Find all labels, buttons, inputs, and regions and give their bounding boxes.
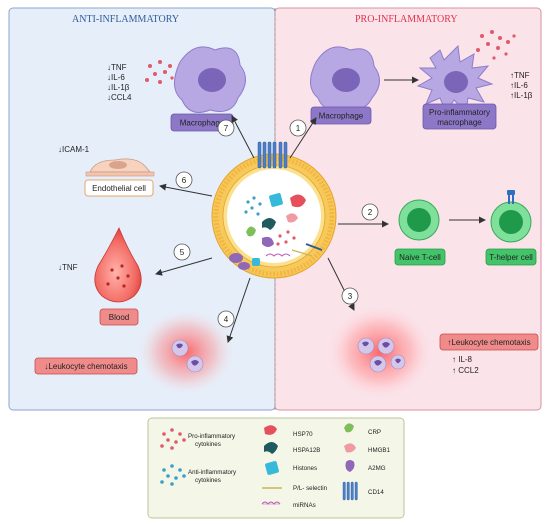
t-helper-cell-box	[485, 248, 537, 266]
svg-text:miRNAs: miRNAs	[293, 502, 316, 509]
legend-histones: Histones	[265, 461, 317, 475]
endothelial-label: Endothelial cell	[92, 184, 146, 193]
left-cytokine-list: ↓TNF ↓IL-6 ↓IL-1β ↓CCL4	[107, 63, 132, 102]
left-il6: ↓IL-6	[107, 73, 125, 82]
left-leukocytes	[171, 339, 204, 373]
left-leukocyte-label: ↓Leukocyte chemotaxis	[44, 362, 127, 371]
anti-inflammatory-title: ANTI-INFLAMMATORY	[72, 14, 179, 25]
step-arrows	[155, 115, 389, 343]
svg-text:5: 5	[180, 248, 185, 257]
step-4: 4	[217, 310, 235, 328]
legend-mirnas: miRNAs	[261, 501, 316, 509]
ccl2-text: ↑ CCL2	[452, 366, 479, 375]
blood-drop	[94, 227, 142, 303]
svg-text:Histones: Histones	[293, 465, 317, 472]
svg-text:6: 6	[182, 176, 187, 185]
svg-text:P/L- selectin: P/L- selectin	[293, 485, 328, 492]
right-il1b: ↑IL-1β	[510, 91, 533, 100]
svg-text:cytokines: cytokines	[195, 441, 221, 448]
legend-cd14: CD14	[342, 481, 384, 501]
right-tnf: ↑TNF	[510, 71, 530, 80]
t-helper-cell	[490, 190, 532, 243]
icam-text: ↓ICAM-1	[58, 145, 90, 154]
svg-text:CRP: CRP	[368, 429, 381, 436]
svg-text:Anti-inflammatory: Anti-inflammatory	[188, 469, 237, 476]
blood-label: Blood	[109, 313, 129, 322]
left-ccl4: ↓CCL4	[107, 93, 132, 102]
step-6: 6	[175, 171, 193, 189]
svg-text:Pro-inflammatory: Pro-inflammatory	[188, 433, 236, 440]
legend-selectin: P/L- selectin	[262, 485, 328, 492]
svg-text:3: 3	[348, 292, 353, 301]
left-cytokine-dots	[145, 60, 174, 84]
pro-inflammatory-title: PRO-INFLAMMATORY	[355, 14, 458, 25]
legend-a2mg: A2MG	[345, 460, 386, 472]
right-cytokine-list: ↑TNF ↑IL-6 ↑IL-1β	[510, 71, 533, 100]
il8-text: ↑ IL-8	[452, 355, 473, 364]
left-tnf-blood: ↓TNF	[58, 263, 78, 272]
left-tnf: ↓TNF	[107, 63, 127, 72]
svg-text:HSPA12B: HSPA12B	[293, 447, 320, 454]
naive-t-cell-label: Naive T-cell	[399, 253, 441, 262]
right-cytokine-dots	[476, 30, 516, 60]
left-macrophage-cell	[174, 46, 246, 113]
right-il6: ↑IL-6	[510, 81, 528, 90]
svg-text:HSP70: HSP70	[293, 431, 313, 438]
pro-macrophage-label-2: macrophage	[437, 118, 482, 127]
svg-text:CD14: CD14	[368, 489, 384, 496]
svg-text:7: 7	[224, 124, 229, 133]
endothelial-box	[84, 179, 154, 197]
legend-hspa12b: HSPA12B	[264, 442, 320, 454]
left-macrophage-label: Macrophage	[180, 119, 225, 128]
pro-macrophage-label-1: Pro-inflammatory	[429, 108, 490, 117]
svg-text:2: 2	[368, 208, 373, 217]
pro-macrophage-box	[422, 103, 497, 130]
right-leukocyte-box	[439, 333, 539, 351]
naive-t-cell-box	[394, 248, 446, 266]
t-helper-cell-label: T-helper cell	[489, 253, 533, 262]
left-il1b: ↓IL-1β	[107, 83, 130, 92]
legend-crp: CRP	[344, 423, 381, 436]
right-leukocyte-label: ↑Leukocyte chemotaxis	[447, 338, 530, 347]
step-7: 7	[217, 119, 235, 137]
svg-text:cytokines: cytokines	[195, 477, 221, 484]
legend-pro-cytokines: Pro-inflammatory cytokines	[160, 428, 236, 450]
svg-text:A2MG: A2MG	[368, 465, 386, 472]
step-5: 5	[173, 243, 191, 261]
svg-text:1: 1	[296, 124, 301, 133]
naive-t-cell	[398, 199, 440, 241]
svg-text:4: 4	[224, 315, 229, 324]
left-leukocyte-box	[34, 357, 138, 375]
legend-hmgb1: HMGB1	[344, 443, 391, 454]
step-1: 1	[289, 119, 307, 137]
step-2: 2	[361, 203, 379, 221]
step-3: 3	[341, 287, 359, 305]
right-macrophage-cell	[310, 46, 380, 111]
legend-anti-cytokines: Anti-inflammatory cytokines	[160, 464, 237, 486]
right-leukocyte-glow	[328, 306, 432, 398]
right-macrophage-box	[310, 106, 372, 125]
blood-box	[99, 308, 139, 326]
extracellular-vesicle	[211, 141, 337, 279]
pro-inflammatory-macrophage-cell	[416, 44, 494, 114]
right-leukocytes	[357, 337, 406, 373]
legend-hsp70: HSP70	[264, 425, 313, 438]
svg-text:HMGB1: HMGB1	[368, 447, 391, 454]
right-macrophage-label: Macrophage	[319, 112, 364, 121]
endothelial-cell	[85, 158, 155, 177]
